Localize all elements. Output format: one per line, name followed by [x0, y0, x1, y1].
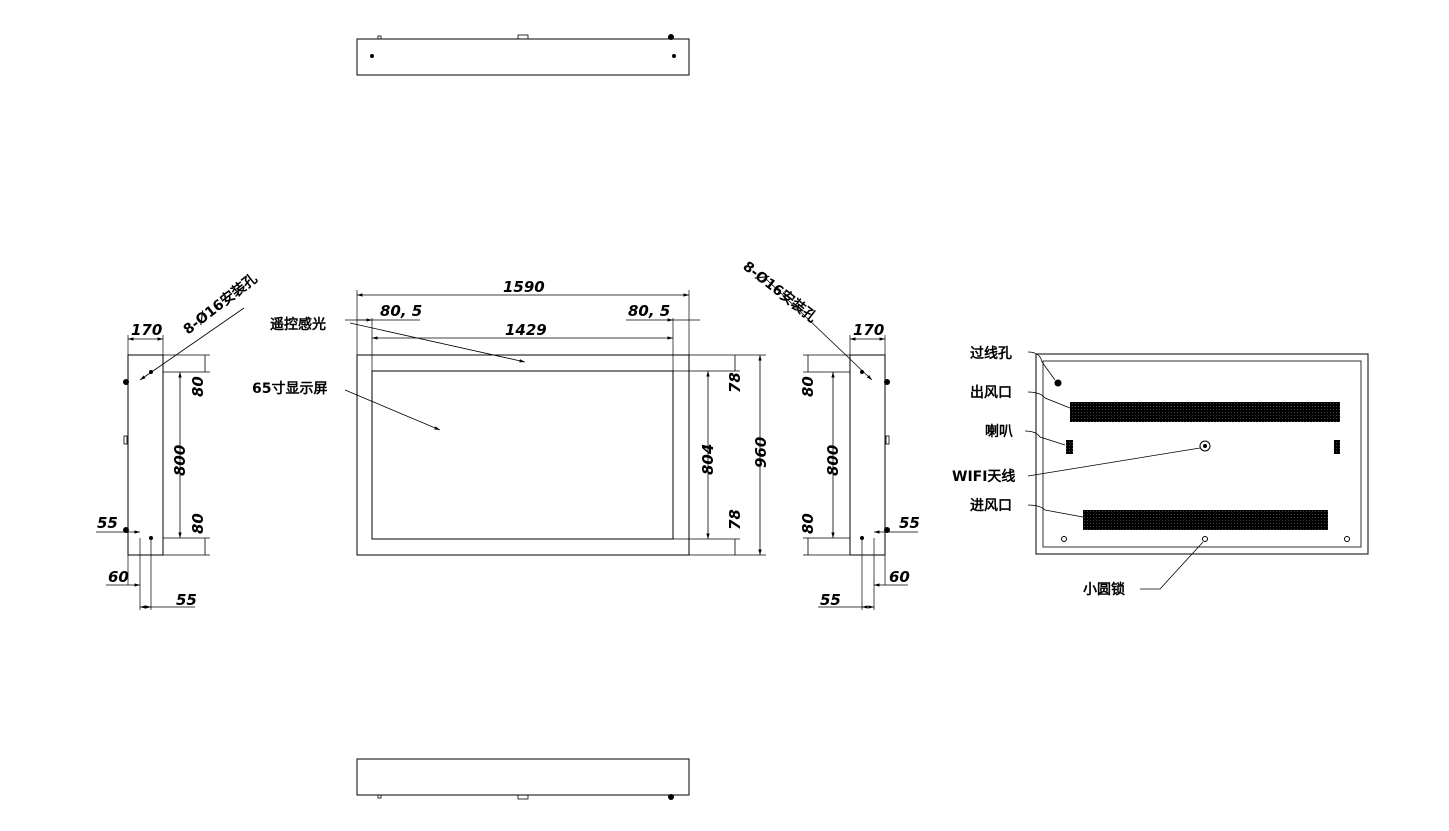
dim-top-margin: 78: [726, 372, 744, 393]
dim-offset-55-right-a: 55: [899, 514, 920, 532]
dim-offset-55-left-a: 55: [97, 514, 118, 532]
front-view: [344, 290, 766, 556]
label-wifi-antenna: WIFI天线: [952, 468, 1015, 485]
dim-offset-55-right-b: 55: [820, 591, 841, 609]
dim-margin-left: 80, 5: [380, 302, 422, 320]
dim-side-depth-right: 170: [853, 321, 884, 339]
dim-hole-top-right: 80: [799, 376, 817, 397]
label-air-outlet: 出风口: [970, 384, 1012, 401]
dim-hole-top-left: 80: [189, 376, 207, 397]
label-air-inlet: 进风口: [970, 498, 1012, 514]
dim-screen-width: 1429: [505, 321, 547, 339]
dim-margin-right: 80, 5: [628, 302, 670, 320]
dim-offset-60-left: 60: [108, 568, 129, 586]
right-side-view: [764, 277, 918, 610]
dim-bottom-margin: 78: [726, 509, 744, 530]
dim-overall-height: 960: [752, 437, 770, 468]
dim-hole-bottom-left: 80: [189, 513, 207, 534]
dim-overall-width: 1590: [503, 278, 545, 296]
left-side-view: [96, 307, 245, 610]
bottom-view: [356, 758, 690, 800]
dim-offset-55-left-b: 55: [176, 591, 197, 609]
dim-hole-pitch-right: 800: [824, 445, 842, 476]
rear-view: [1024, 351, 1369, 590]
label-cable-hole: 过线孔: [970, 345, 1012, 362]
dim-screen-height: 804: [699, 444, 717, 475]
dim-hole-pitch-left: 800: [171, 445, 189, 476]
label-speaker: 喇叭: [985, 423, 1013, 440]
dim-offset-60-right: 60: [889, 568, 910, 586]
dimension-texts: 1590 80, 5 80, 5 1429 78 804 78 960 170 …: [97, 278, 920, 609]
label-display: 65寸显示屏: [252, 380, 327, 397]
label-ir-sensor: 遥控感光: [270, 316, 326, 333]
dim-hole-bottom-right: 80: [799, 513, 817, 534]
dim-side-depth-left: 170: [131, 321, 162, 339]
top-view: [356, 34, 690, 76]
label-mount-holes-left: 8-Ø16安装孔: [180, 270, 261, 338]
label-small-lock: 小圆锁: [1083, 581, 1125, 598]
label-mount-holes-right: 8-Ø16安装孔: [740, 258, 821, 326]
